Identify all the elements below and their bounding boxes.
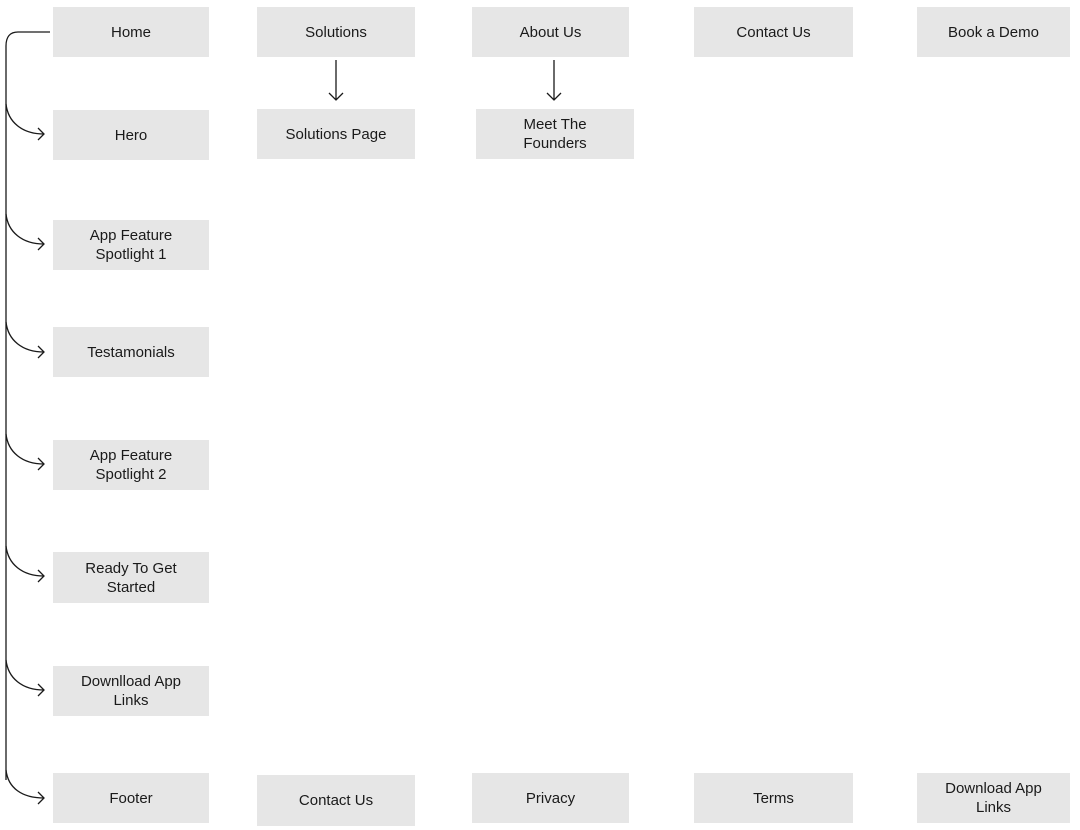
meet-founders-box: Meet The Founders: [476, 109, 634, 159]
branch-footer: [5, 769, 45, 799]
nav-solutions-box: Solutions: [257, 7, 415, 57]
testimonials-box: Testamonials: [53, 327, 209, 377]
download-app-links-box: Downlload App Links: [53, 666, 209, 716]
branch-feature-2: [5, 433, 45, 465]
footer-download-box: Download App Links: [917, 773, 1070, 823]
ready-to-get-started-box: Ready To Get Started: [53, 552, 209, 603]
feature-spotlight-2-box: App Feature Spotlight 2: [53, 440, 209, 490]
footer-privacy-box: Privacy: [472, 773, 629, 823]
nav-about-box: About Us: [472, 7, 629, 57]
branch-testimonials: [5, 321, 45, 353]
hero-box: Hero: [53, 110, 209, 160]
branch-hero: [5, 103, 45, 135]
nav-contact-box: Contact Us: [694, 7, 853, 57]
footer-terms-box: Terms: [694, 773, 853, 823]
branch-ready: [5, 545, 45, 577]
home-spine-line: [5, 31, 50, 780]
arrow-about-to-founders: [546, 60, 562, 101]
nav-home-box: Home: [53, 7, 209, 57]
arrow-solutions-to-page: [328, 60, 344, 101]
solutions-page-box: Solutions Page: [257, 109, 415, 159]
nav-book-demo-box: Book a Demo: [917, 7, 1070, 57]
branch-download: [5, 659, 45, 691]
feature-spotlight-1-box: App Feature Spotlight 1: [53, 220, 209, 270]
branch-feature-1: [5, 213, 45, 245]
footer-box: Footer: [53, 773, 209, 823]
footer-contact-box: Contact Us: [257, 775, 415, 826]
